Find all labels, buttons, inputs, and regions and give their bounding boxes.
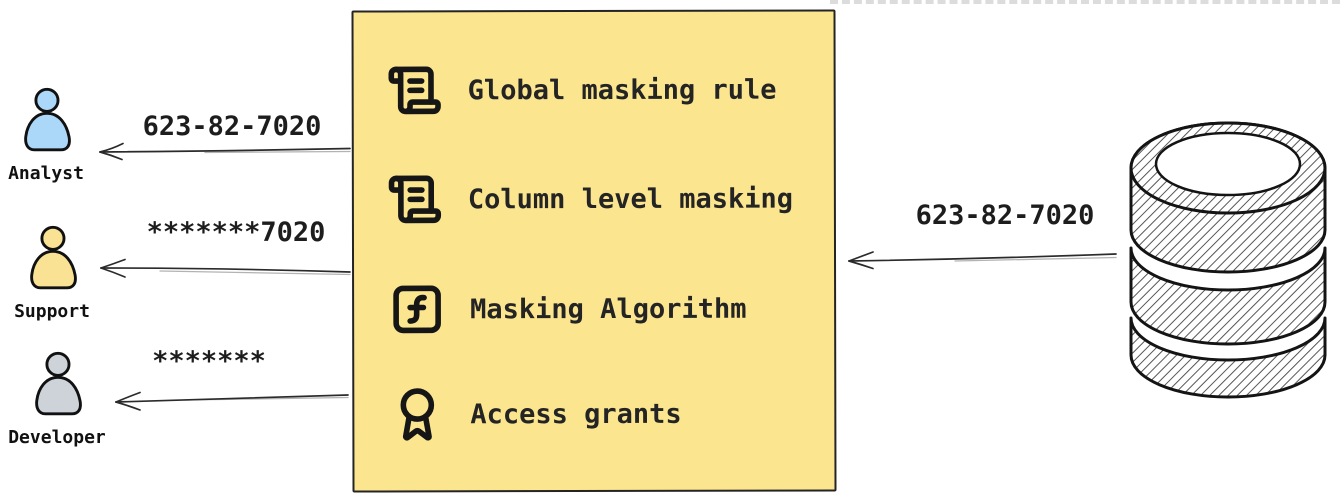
masking-item-label: Access grants [470,398,682,430]
masking-box: Global masking rule Column level masking… [351,9,837,493]
user-label: Support [14,301,90,322]
database-icon [1129,121,1327,399]
function-square-icon [393,285,441,334]
value-to-analyst: 623-82-7020 [142,111,322,142]
arrow-db-to-box [848,251,1117,270]
masking-item-label: Masking Algorithm [470,293,747,325]
db-middle-band [1129,246,1327,346]
value-to-support: *******7020 [146,217,326,248]
arrow-to-support [100,258,351,278]
scroll-icon [388,66,441,115]
award-icon [400,388,435,441]
person-body [35,375,82,416]
person-head [40,225,66,251]
arrow-to-developer [115,391,349,411]
user-developer: Developer [1,351,113,448]
masking-item-label: Column level masking [467,183,794,215]
masking-item-access-grants: Access grants [389,386,682,443]
person-head [45,351,71,377]
user-analyst: Analyst [0,87,102,184]
masking-item-label: Global masking rule [467,74,777,106]
scroll-icon [388,175,442,224]
arrow-to-analyst [99,142,351,161]
db-bottom-band [1129,316,1327,399]
masking-item-global-rule: Global masking rule [387,62,777,119]
masking-item-column-level: Column level masking [387,171,793,228]
value-to-developer: ******* [152,346,266,377]
user-label: Analyst [8,163,84,184]
person-icon [30,225,77,290]
db-top-opening [1154,131,1302,197]
masking-item-algorithm: Masking Algorithm [389,281,746,338]
person-icon [24,87,71,152]
person-head [34,87,60,113]
user-label: Developer [8,427,106,448]
person-icon [35,351,82,416]
value-from-database: 623-82-7020 [915,200,1095,231]
person-body [30,249,77,290]
person-body [24,111,71,152]
user-support: Support [0,225,108,322]
canvas-top-dashed-line [830,0,1340,4]
